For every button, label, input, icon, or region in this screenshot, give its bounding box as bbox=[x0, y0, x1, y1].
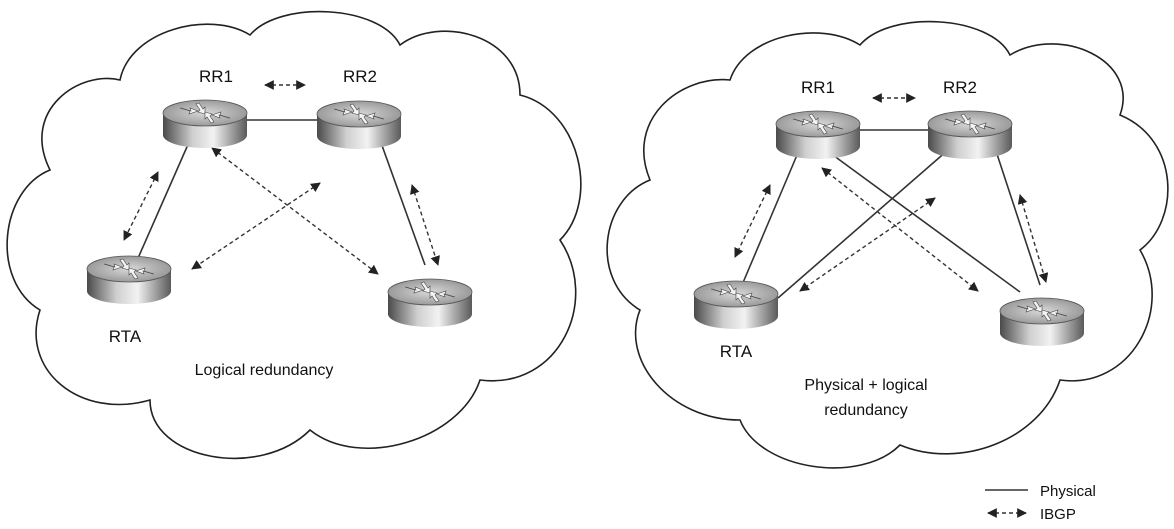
right-diagram: RR1 RR2 RTA Physical + logical redundanc… bbox=[606, 20, 1169, 469]
router-rr2 bbox=[927, 110, 1013, 160]
label-rr2: RR2 bbox=[943, 78, 977, 97]
router-rr1 bbox=[162, 99, 248, 149]
left-diagram: RR1 RR2 RTA Logical redundancy bbox=[6, 10, 582, 460]
router-rr1 bbox=[775, 110, 861, 160]
label-rr2: RR2 bbox=[343, 67, 377, 86]
router-rta bbox=[693, 280, 779, 330]
label-rta: RTA bbox=[109, 327, 142, 346]
router-client bbox=[387, 278, 473, 328]
ibgp-rr1-rta bbox=[123, 171, 159, 241]
right-caption-line1: Physical + logical bbox=[804, 377, 927, 394]
right-cloud bbox=[606, 20, 1169, 469]
ibgp-rr2-rta bbox=[191, 182, 321, 270]
label-rr1: RR1 bbox=[801, 78, 835, 97]
ibgp-rr2-rta bbox=[799, 197, 936, 292]
link-rr1-rta bbox=[134, 139, 191, 266]
link-rr1-rta bbox=[741, 147, 801, 286]
right-caption-line2: redundancy bbox=[824, 402, 908, 419]
ibgp-rr2-client bbox=[410, 184, 440, 266]
label-rr1: RR1 bbox=[199, 67, 233, 86]
router-rr2 bbox=[316, 100, 402, 150]
left-caption: Logical redundancy bbox=[195, 362, 334, 379]
ibgp-rr2-client bbox=[1017, 194, 1049, 283]
left-cloud bbox=[6, 10, 582, 460]
legend-ibgp-label: IBGP bbox=[1040, 506, 1076, 523]
legend-physical-label: Physical bbox=[1040, 483, 1096, 500]
label-rta: RTA bbox=[720, 342, 753, 361]
ibgp-rr1-rta bbox=[734, 184, 771, 258]
router-client bbox=[999, 297, 1085, 347]
legend: Physical IBGP bbox=[985, 483, 1096, 523]
router-rta bbox=[86, 255, 172, 305]
